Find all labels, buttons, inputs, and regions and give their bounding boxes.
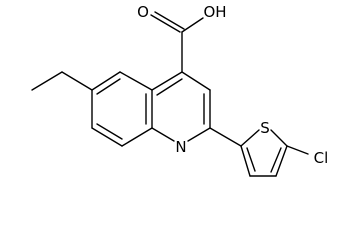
ethyl-group	[31, 71, 93, 91]
bond-c2-thiophene	[209, 127, 242, 147]
bond-th-c5-c4-inner	[270, 147, 282, 173]
bond-th-c2-s	[240, 129, 260, 147]
bond-carbonyl-double-a	[150, 14, 181, 33]
pyridine-ring: N	[151, 71, 211, 156]
thiophene-ring: S	[209, 119, 288, 177]
atom-label-oh: OH	[203, 3, 226, 21]
bond-c2-n1	[187, 127, 211, 142]
bond-c5-c6	[91, 71, 121, 91]
atom-label-nitrogen: N	[175, 138, 186, 156]
chemical-structure: O OH N S	[31, 3, 329, 177]
bond-th-c3-c2	[240, 145, 251, 177]
bond-carbonyl-double-b	[154, 11, 185, 30]
bond-c8-c8a	[121, 127, 153, 147]
bond-c4-c3	[181, 71, 211, 91]
bond-th-c5-c4	[275, 145, 288, 177]
bond-th-c3-c2-inner	[246, 147, 256, 172]
atom-label-chlorine: Cl	[314, 149, 329, 167]
atom-label-sulfur: S	[260, 119, 270, 137]
bond-ch2-ch3	[31, 71, 63, 91]
chloro-substituent: Cl	[286, 145, 329, 167]
bond-c4a-c5	[119, 71, 153, 91]
bond-c4a-c4-inner	[156, 78, 183, 96]
bond-c6-ch2	[61, 71, 93, 91]
bond-c-oh	[181, 17, 204, 33]
atom-label-o-carbonyl: O	[137, 3, 149, 21]
bond-c7-c8-inner	[96, 123, 123, 140]
benzene-ring	[91, 71, 153, 147]
bond-th-c5-cl	[286, 145, 309, 155]
bond-c4a-c4	[151, 71, 183, 91]
bond-c5-c6-inner	[96, 78, 121, 95]
bond-c7-c8	[91, 127, 123, 147]
bond-n1-c8a	[151, 127, 175, 142]
bond-s-th-c5	[270, 129, 288, 147]
carboxylic-acid-group: O OH	[137, 3, 227, 73]
